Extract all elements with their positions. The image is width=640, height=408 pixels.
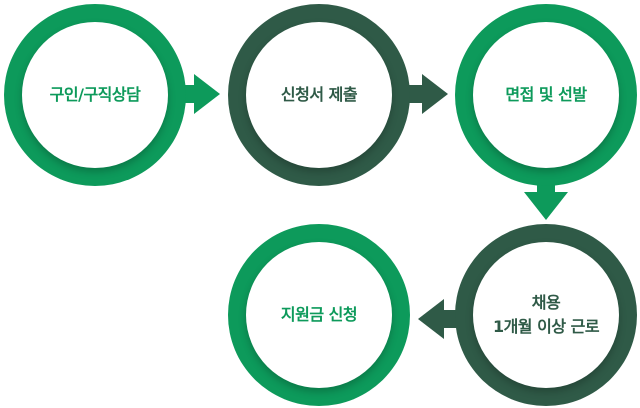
step-employment-label: 채용 1개월 이상 근로	[492, 293, 600, 336]
step-application-submission: 신청서 제출	[228, 4, 410, 186]
step-application-submission-label: 신청서 제출	[280, 85, 358, 104]
step-interview-selection: 면접 및 선발	[455, 4, 637, 186]
step-subsidy-application-inner: 지원금 신청	[246, 242, 392, 388]
step-employment-inner: 채용 1개월 이상 근로	[473, 242, 619, 388]
step-subsidy-application: 지원금 신청	[228, 224, 410, 406]
step-employment: 채용 1개월 이상 근로	[455, 224, 637, 406]
step-subsidy-application-label: 지원금 신청	[280, 305, 358, 324]
step-interview-selection-inner: 면접 및 선발	[473, 22, 619, 168]
step-consultation: 구인/구직상담	[4, 4, 186, 186]
step-interview-selection-label: 면접 및 선발	[505, 85, 587, 104]
step-consultation-label: 구인/구직상담	[49, 85, 141, 104]
step-application-submission-inner: 신청서 제출	[246, 22, 392, 168]
step-consultation-inner: 구인/구직상담	[22, 22, 168, 168]
